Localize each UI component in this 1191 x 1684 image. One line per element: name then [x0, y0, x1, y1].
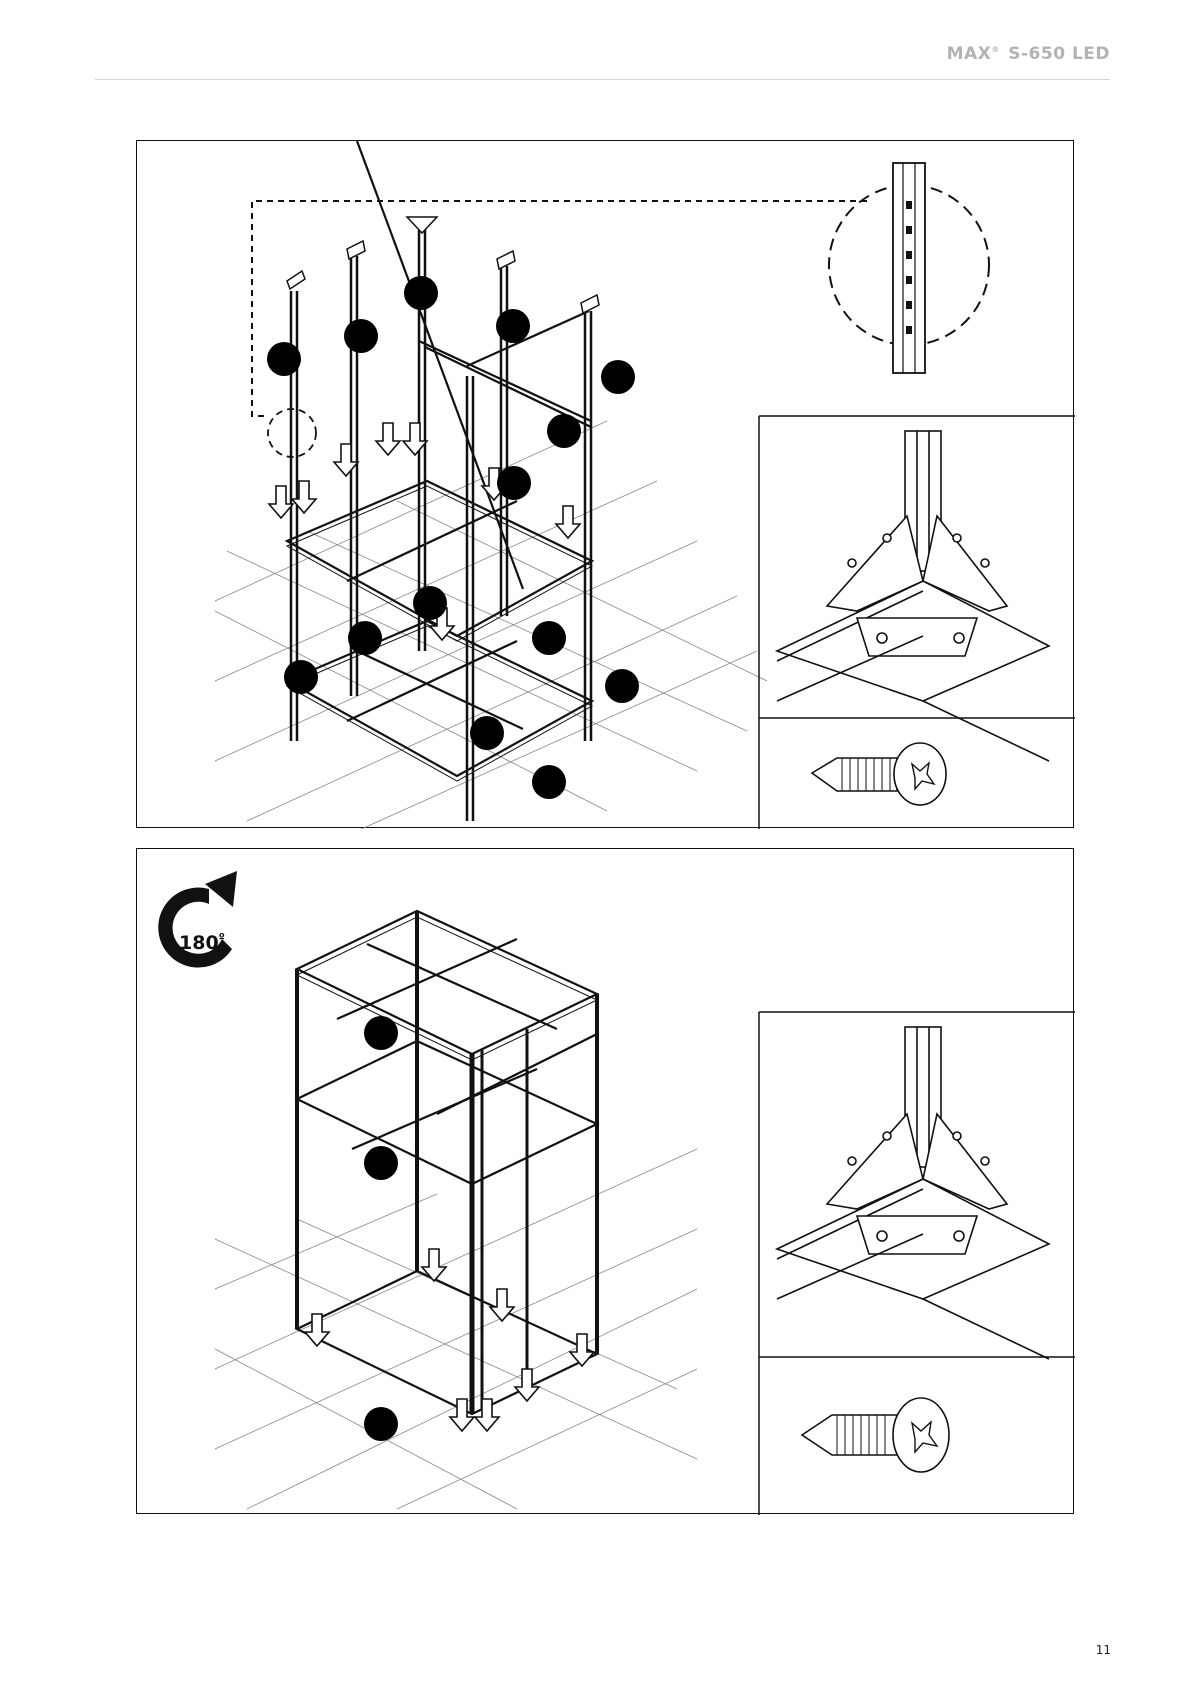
- rotation-value: 180: [179, 932, 219, 954]
- down-arrow-icon: [490, 1289, 514, 1321]
- callout-marker: [348, 621, 382, 655]
- down-arrow-icon: [292, 481, 316, 513]
- callout-marker: [605, 669, 639, 703]
- callout-marker: [364, 1016, 398, 1050]
- flipped-frame: [297, 911, 597, 1414]
- brand-name: MAX: [947, 44, 992, 64]
- model-name: S-650 LED: [1008, 44, 1110, 64]
- callout-marker: [364, 1146, 398, 1180]
- svg-text:180º: 180º: [179, 931, 225, 954]
- callout-marker: [547, 414, 581, 448]
- down-arrow-icon: [334, 444, 358, 476]
- callout-marker: [532, 765, 566, 799]
- callout-markers: [267, 276, 639, 799]
- rotate-clockwise-icon: [158, 888, 232, 968]
- frame-assembly-illustration: [137, 141, 1075, 829]
- upright-caps: [287, 217, 599, 313]
- down-arrow-icon: [403, 423, 427, 455]
- assembly-step-panel-2: 180º: [136, 848, 1074, 1514]
- callout-marker: [344, 319, 378, 353]
- callout-marker: [532, 621, 566, 655]
- callout-marker: [267, 342, 301, 376]
- detail-leader-line: [252, 201, 867, 416]
- header-rule: [95, 79, 1110, 80]
- down-arrow-icon: [269, 486, 293, 518]
- screw-detail: [802, 1398, 949, 1472]
- frame-flip-illustration: 180º: [137, 849, 1075, 1515]
- callout-marker: [601, 360, 635, 394]
- corner-bracket-detail: [777, 1027, 1049, 1359]
- trademark-symbol: ®: [991, 45, 1000, 54]
- frame-rails: [287, 141, 592, 781]
- callout-marker: [496, 309, 530, 343]
- corner-bracket-detail: [777, 431, 1049, 761]
- screw-detail: [812, 743, 946, 805]
- callout-marker: [364, 1407, 398, 1441]
- down-arrow-icon: [376, 423, 400, 455]
- callout-marker: [404, 276, 438, 310]
- down-arrow-icon: [556, 506, 580, 538]
- assembly-step-panel-1: [136, 140, 1074, 828]
- document-header: MAX® S-650 LED: [947, 44, 1110, 64]
- upright-profile-detail: [829, 163, 989, 373]
- callout-markers: [364, 1016, 398, 1441]
- callout-marker: [413, 586, 447, 620]
- floor-grid: [215, 1149, 697, 1509]
- callout-marker: [497, 466, 531, 500]
- rotation-unit: º: [219, 931, 225, 944]
- rotate-180-badge: 180º: [158, 871, 237, 968]
- callout-marker: [284, 660, 318, 694]
- page-number: 11: [1096, 1643, 1111, 1657]
- callout-marker: [470, 716, 504, 750]
